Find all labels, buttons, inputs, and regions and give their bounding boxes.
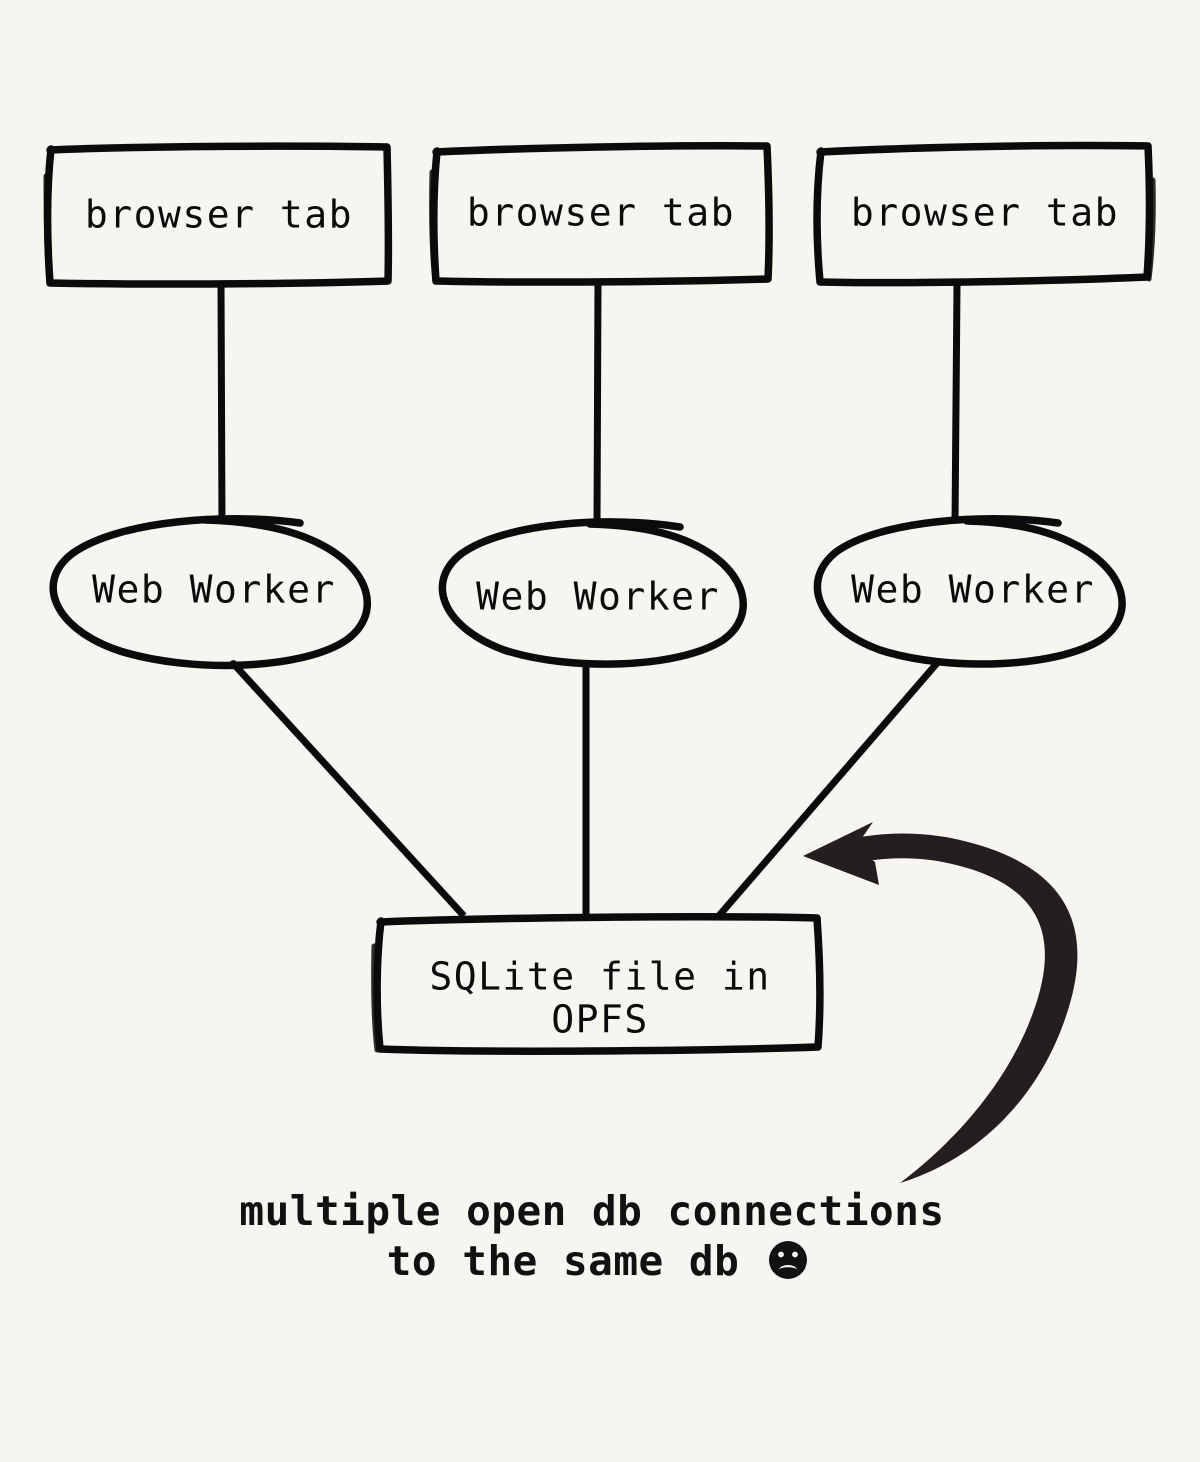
caption: multiple open db connections to the same… xyxy=(239,1187,944,1285)
connector-worker3-to-sqlite xyxy=(714,659,941,921)
caption-pointer-arrow-body xyxy=(830,833,1078,1183)
frowning-face-emoji xyxy=(769,1241,807,1279)
frowning-face-emoji-mouth xyxy=(778,1265,798,1270)
frowning-face-emoji-eye-left xyxy=(778,1251,784,1258)
browser-tab-2-fill xyxy=(435,145,770,282)
sqlite-opfs-label-line1: SQLite file in xyxy=(429,955,770,999)
web-worker-1-fill xyxy=(55,519,369,661)
connector-worker1-to-sqlite xyxy=(228,658,467,919)
sqlite-opfs-fill xyxy=(379,916,820,1051)
browser-tab-1-fill xyxy=(49,146,389,284)
web-worker-1-label: Web Worker xyxy=(92,568,336,612)
browser-tab-1[interactable]: browser tab xyxy=(43,142,393,288)
browser-tab-3-fill xyxy=(819,144,1150,283)
web-worker-1-outline xyxy=(49,515,372,670)
connector-tab3-to-worker3 xyxy=(951,284,961,525)
caption-pointer-arrow xyxy=(803,822,1078,1183)
browser-tab-2-outline-overdraw xyxy=(429,169,438,285)
connector-group xyxy=(217,279,961,921)
browser-tab-2-label: browser tab xyxy=(467,191,735,235)
frowning-face-emoji-eye-right xyxy=(792,1251,798,1258)
browser-tab-1-outline-overdraw xyxy=(43,173,52,287)
browser-tab-3[interactable]: browser tab xyxy=(813,141,1156,287)
sqlite-opfs-outline xyxy=(373,913,824,1055)
web-worker-2[interactable]: Web Worker xyxy=(438,518,747,668)
browser-tab-3-outline-overdraw xyxy=(1146,177,1156,282)
web-worker-2-outline xyxy=(438,518,747,668)
browser-tab-3-label: browser tab xyxy=(851,191,1119,235)
web-worker-2-label: Web Worker xyxy=(476,575,720,619)
caption-pointer-arrowhead xyxy=(803,822,879,885)
sqlite-opfs-label-line2: OPFS xyxy=(551,998,649,1042)
browser-tab-1-label: browser tab xyxy=(85,193,353,237)
caption-line-1: multiple open db connections xyxy=(239,1187,944,1235)
caption-line-2: to the same db xyxy=(387,1237,740,1285)
sqlite-opfs-store[interactable]: SQLite file in OPFS xyxy=(371,913,824,1055)
browser-tab-2[interactable]: browser tab xyxy=(429,142,773,286)
web-worker-3[interactable]: Web Worker xyxy=(813,515,1126,668)
web-worker-3-label: Web Worker xyxy=(851,568,1095,612)
connector-tab1-to-worker1 xyxy=(217,282,226,529)
web-worker-2-fill xyxy=(447,522,747,662)
web-worker-3-outline xyxy=(813,515,1126,668)
frowning-face-emoji-disc xyxy=(769,1241,807,1279)
connector-tab2-to-worker2 xyxy=(593,279,602,525)
web-worker-1[interactable]: Web Worker xyxy=(49,515,372,670)
sqlite-opfs-outline-overdraw xyxy=(371,943,380,1053)
web-worker-3-fill xyxy=(821,520,1125,660)
